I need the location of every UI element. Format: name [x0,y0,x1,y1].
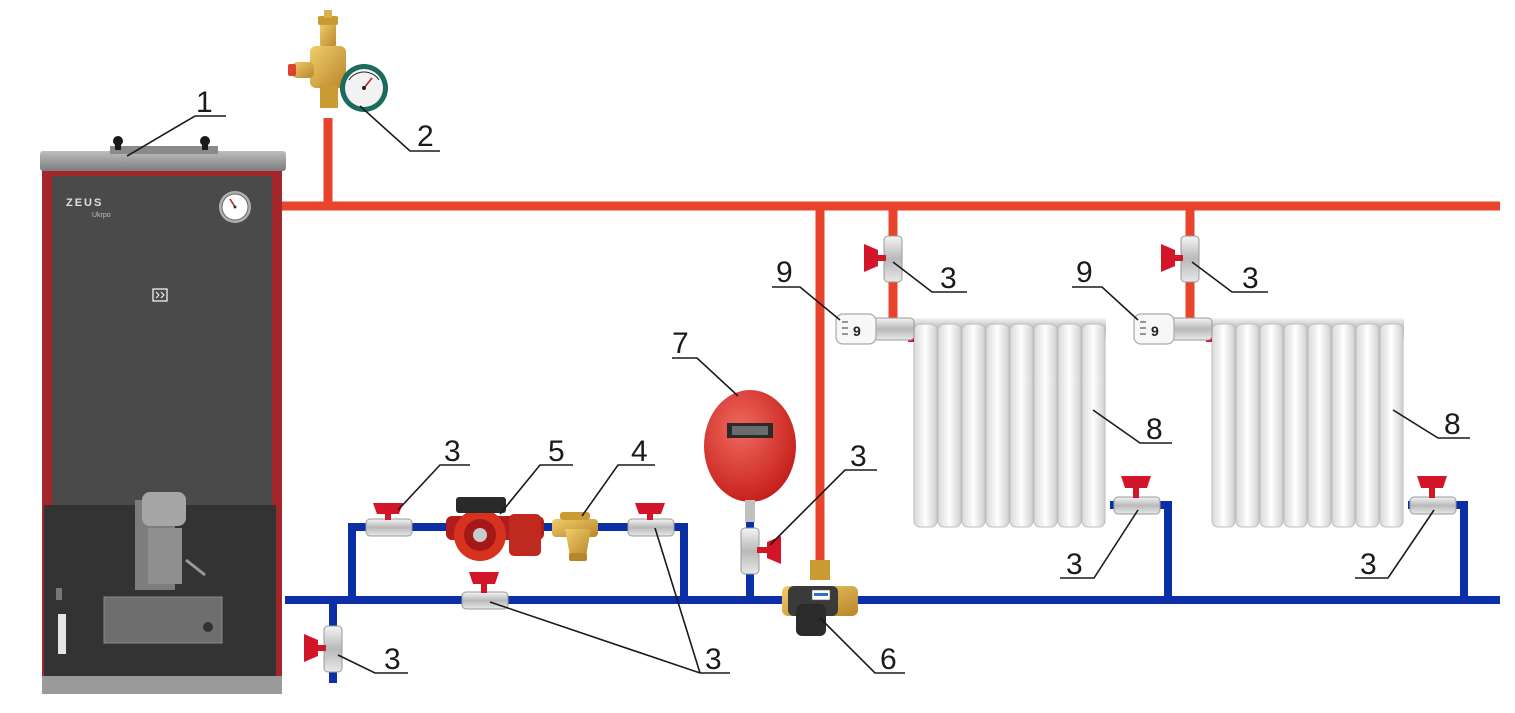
callout-3-left-supply: 3 [940,262,957,295]
callout-3-right-supply: 3 [1242,262,1259,295]
safety-group-icon [288,10,388,112]
callout-3-right-return: 3 [1360,548,1377,581]
ball-valve-radiator-left-supply-icon [864,235,903,283]
ball-valve-pump-left-icon [365,503,413,537]
boiler-ash-door-icon [103,596,223,644]
callout-3-tank-valve: 3 [850,440,867,473]
strainer-filter-icon [552,512,598,561]
boiler-control-icon [152,288,168,302]
circulation-pump-icon [446,497,544,561]
ball-valve-expansion-tank-icon [740,527,781,575]
callout-3-left-return: 3 [1066,548,1083,581]
radiator-right [1206,318,1404,528]
thermostatic-head-left-scale: 9 [853,323,861,339]
callout-2: 2 [417,120,434,153]
callout-3-bypass: 3 [705,643,722,676]
callout-3-pump-valve: 3 [444,435,461,468]
boiler-thermometer-icon [219,191,251,223]
ball-valve-drain-icon [304,625,343,673]
ball-valve-radiator-right-return-icon [1409,476,1457,515]
callout-4: 4 [631,435,648,468]
callout-numbers: 1 2 3 5 4 7 3 9 3 9 3 8 8 3 3 6 3 3 [196,86,1461,676]
callout-5: 5 [548,435,565,468]
boiler-latch [56,588,62,600]
boiler-sub-brand: Ukrpo [92,212,111,219]
callout-9-left: 9 [776,256,793,289]
callout-9-right: 9 [1076,256,1093,289]
callout-8-left: 8 [1146,413,1163,446]
boiler-brand: ZEUS [66,197,103,209]
boiler-side-handle [58,614,66,654]
thermostatic-head-right-icon: 9 [1133,313,1213,345]
ball-valve-radiator-left-return-icon [1113,476,1161,515]
thermostatic-head-left-icon: 9 [835,313,915,345]
radiator-left [908,318,1106,528]
boiler-fan-icon [135,492,206,590]
thermostatic-head-right-scale: 9 [1151,323,1159,339]
ball-valve-radiator-right-supply-icon [1161,235,1200,283]
callout-7: 7 [672,327,689,360]
callout-6: 6 [880,643,897,676]
callout-3-drain: 3 [384,643,401,676]
solid-fuel-boiler: ZEUS Ukrpo [40,136,286,694]
ball-valve-bypass-icon [461,572,509,610]
leader-lines [126,105,1470,674]
callout-1: 1 [196,86,213,119]
expansion-tank-icon [704,390,796,522]
three-way-mixing-valve-icon [782,560,858,636]
callout-8-right: 8 [1444,408,1461,441]
ball-valve-pump-right-icon [627,503,675,537]
